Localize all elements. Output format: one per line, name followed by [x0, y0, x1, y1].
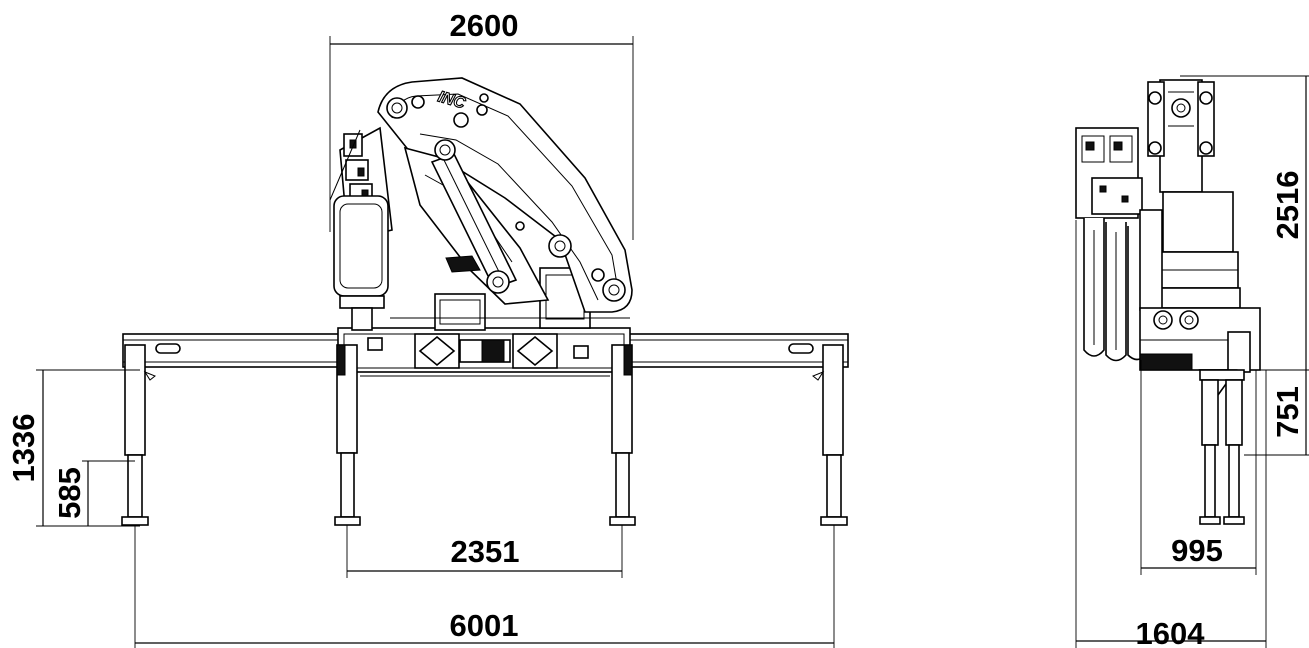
front-view: 2600 [6, 8, 849, 648]
side-base [1139, 307, 1261, 397]
side-mast [1147, 79, 1241, 309]
dimension-label-side-height: 2516 [1270, 171, 1305, 240]
dimension-label-side-width-total: 1604 [1136, 616, 1206, 648]
outrigger-beam [122, 327, 849, 377]
side-control-block [1075, 127, 1163, 362]
outrigger-legs [121, 344, 848, 526]
control-station [329, 126, 393, 331]
dimension-side-width-inner: 995 [1140, 360, 1257, 575]
dimension-label-width-total: 2600 [450, 8, 519, 43]
dimension-label-height-partial: 585 [52, 467, 87, 519]
side-view: 2516 751 995 1604 [1075, 75, 1309, 648]
dimension-label-outrigger-span: 6001 [450, 608, 519, 643]
dimension-width-total: 2600 [329, 8, 634, 240]
dimension-label-side-lower-height: 751 [1270, 386, 1305, 438]
crane-boom: INC [377, 77, 633, 313]
dimension-label-height-total: 1336 [6, 414, 41, 483]
dimension-label-side-width-inner: 995 [1171, 533, 1223, 568]
dimension-inner-span: 2351 [346, 525, 623, 578]
side-legs [1199, 379, 1245, 525]
dimension-side-width-total: 1604 [1075, 220, 1267, 648]
dimension-height-total: 1336 [6, 369, 140, 527]
dimension-height-partial: 585 [52, 460, 135, 526]
dimension-label-inner-span: 2351 [451, 534, 520, 569]
dimension-side-lower-height: 751 [1244, 370, 1309, 456]
dimension-side-height: 2516 [1180, 75, 1309, 371]
dimension-outrigger-span: 6001 [134, 525, 835, 648]
